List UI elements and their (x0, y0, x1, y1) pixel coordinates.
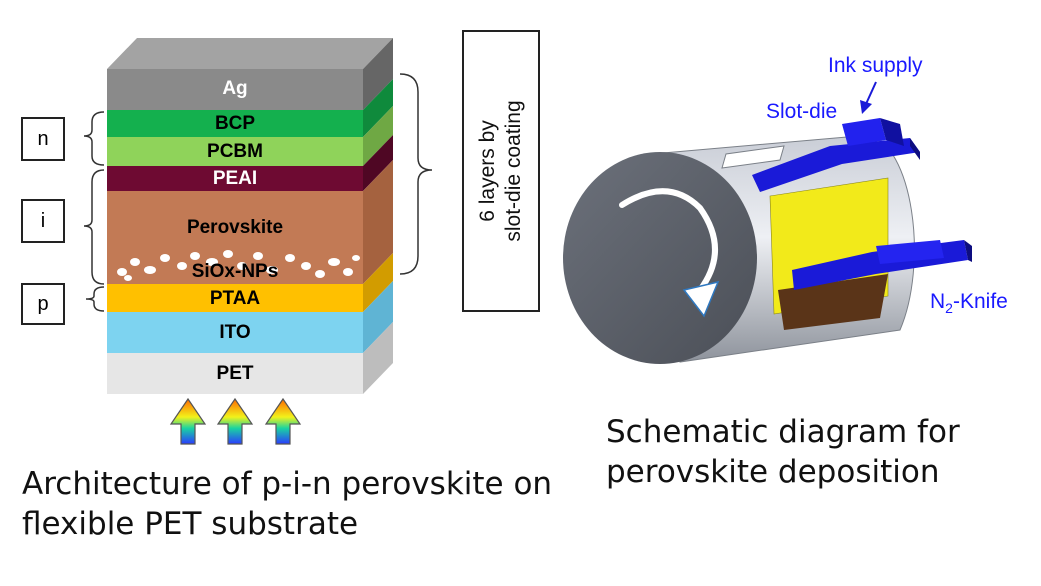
label-pcbm: PCBM (207, 141, 263, 162)
label-peai: PEAI (212, 168, 258, 189)
rotation-arrow (619, 188, 718, 293)
side-perovskite (363, 160, 393, 284)
roll-opening (721, 145, 785, 169)
coating-note-box: 6 layers by slot-die coating (462, 30, 540, 312)
caption-left-line1: Architecture of p-i-n perovskite on (22, 466, 553, 502)
coating-note-line2: slot-die coating (502, 100, 525, 242)
region-box-p: p (21, 283, 65, 325)
ink-supply-arrowhead (860, 100, 872, 114)
front-peai (107, 166, 363, 191)
side-pcbm (363, 106, 393, 166)
label-perovskite: Perovskite (186, 217, 284, 238)
label-ito: ITO (219, 322, 251, 343)
label-n2-knife: N2-Knife (930, 290, 1008, 316)
side-ito (363, 281, 393, 353)
region-box-i: i (21, 199, 65, 243)
coating-note-text: 6 layers by slot-die coating (475, 36, 527, 306)
stack-top-face (107, 38, 393, 69)
label-slot-die: Slot-die (766, 100, 838, 123)
label-n2-knife-prefix: N (930, 290, 946, 313)
bracket-p (85, 286, 105, 312)
coating-brace (399, 73, 433, 275)
label-pet: PET (216, 363, 254, 384)
caption-right-line1: Schematic diagram for (606, 414, 960, 450)
front-ito (107, 312, 363, 353)
bracket-i (83, 169, 105, 285)
label-ag: Ag (222, 78, 248, 99)
front-bcp (107, 110, 363, 137)
coating-note-line1: 6 layers by (476, 120, 499, 222)
label-n2-knife-sub: 2 (945, 300, 953, 317)
front-ag (107, 69, 363, 110)
roll-end-cap (563, 152, 757, 364)
side-pet (363, 322, 393, 394)
label-siox-nps: SiOx-NPs (191, 261, 279, 282)
label-ptaa: PTAA (209, 288, 261, 309)
layer-stack (107, 38, 393, 394)
label-ink-supply: Ink supply (828, 54, 923, 77)
light-arrows (169, 397, 302, 445)
front-ptaa (107, 284, 363, 312)
front-pet (107, 353, 363, 394)
slot-die-head (752, 118, 920, 192)
side-ag (363, 38, 393, 110)
light-arrow-2 (216, 397, 254, 445)
side-ptaa (363, 253, 393, 312)
caption-right: Schematic diagram for perovskite deposit… (606, 412, 960, 492)
front-pcbm (107, 137, 363, 166)
rotation-arrow-head (682, 280, 720, 318)
n2-knife (792, 240, 972, 290)
caption-right-line2: perovskite deposition (606, 454, 940, 490)
label-n2-knife-suffix: -Knife (952, 290, 1008, 313)
label-bcp: BCP (214, 113, 256, 134)
light-arrow-1 (169, 397, 207, 445)
siox-nanoparticles (117, 250, 360, 281)
side-peai (363, 135, 393, 191)
bracket-n (83, 111, 105, 166)
ink-supply-arrow (865, 81, 877, 105)
side-bcp (363, 79, 393, 137)
light-arrow-3 (264, 397, 302, 445)
region-box-n: n (21, 117, 65, 161)
coating-brown (778, 274, 888, 330)
deposition-schematic (563, 81, 972, 364)
caption-left-line2: flexible PET substrate (22, 506, 359, 542)
caption-left: Architecture of p-i-n perovskite on flex… (22, 464, 552, 544)
